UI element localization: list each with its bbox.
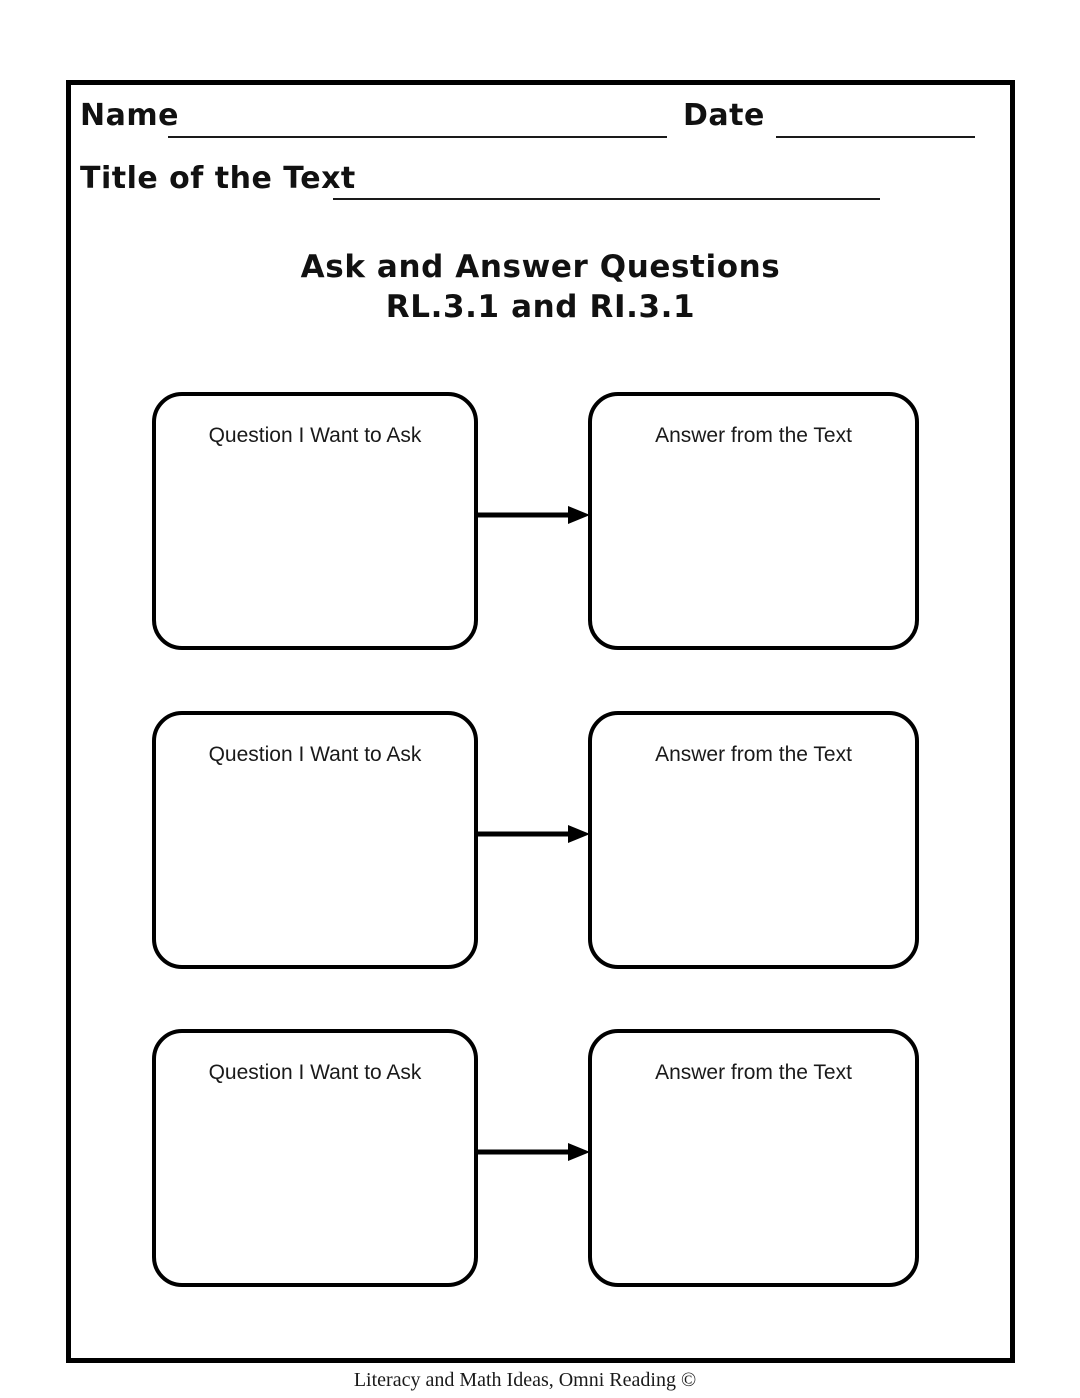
heading-line-1: Ask and Answer Questions — [300, 249, 781, 285]
organizer-row: Question I Want to Ask Answer from the T… — [0, 1029, 1080, 1289]
question-box-label: Question I Want to Ask — [208, 1061, 422, 1084]
name-label: Name — [80, 98, 179, 133]
heading-line-2: RL.3.1 and RI.3.1 — [385, 289, 696, 325]
answer-box[interactable]: Answer from the Text — [588, 711, 919, 969]
organizer-row: Question I Want to Ask Answer from the T… — [0, 392, 1080, 652]
answer-box-label: Answer from the Text — [655, 1061, 852, 1084]
flow-arrow-icon — [476, 825, 590, 843]
question-box[interactable]: Question I Want to Ask — [152, 392, 478, 650]
date-write-line[interactable] — [776, 136, 975, 138]
date-label: Date — [683, 98, 765, 133]
answer-box-label: Answer from the Text — [655, 743, 852, 766]
question-box-label: Question I Want to Ask — [208, 743, 422, 766]
title-of-text-write-line[interactable] — [333, 198, 880, 200]
name-write-line[interactable] — [168, 136, 667, 138]
answer-box[interactable]: Answer from the Text — [588, 1029, 919, 1287]
question-box-label: Question I Want to Ask — [208, 424, 422, 447]
question-box[interactable]: Question I Want to Ask — [152, 1029, 478, 1287]
flow-arrow-icon — [476, 1143, 590, 1161]
answer-box[interactable]: Answer from the Text — [588, 392, 919, 650]
worksheet-heading: Ask and Answer Questions RL.3.1 and RI.3… — [66, 247, 1015, 327]
question-box[interactable]: Question I Want to Ask — [152, 711, 478, 969]
flow-arrow-icon — [476, 506, 590, 524]
footer-credit: Literacy and Math Ideas, Omni Reading © — [353, 1369, 697, 1391]
title-of-text-label: Title of the Text — [80, 161, 356, 196]
organizer-row: Question I Want to Ask Answer from the T… — [0, 711, 1080, 971]
answer-box-label: Answer from the Text — [655, 424, 852, 447]
